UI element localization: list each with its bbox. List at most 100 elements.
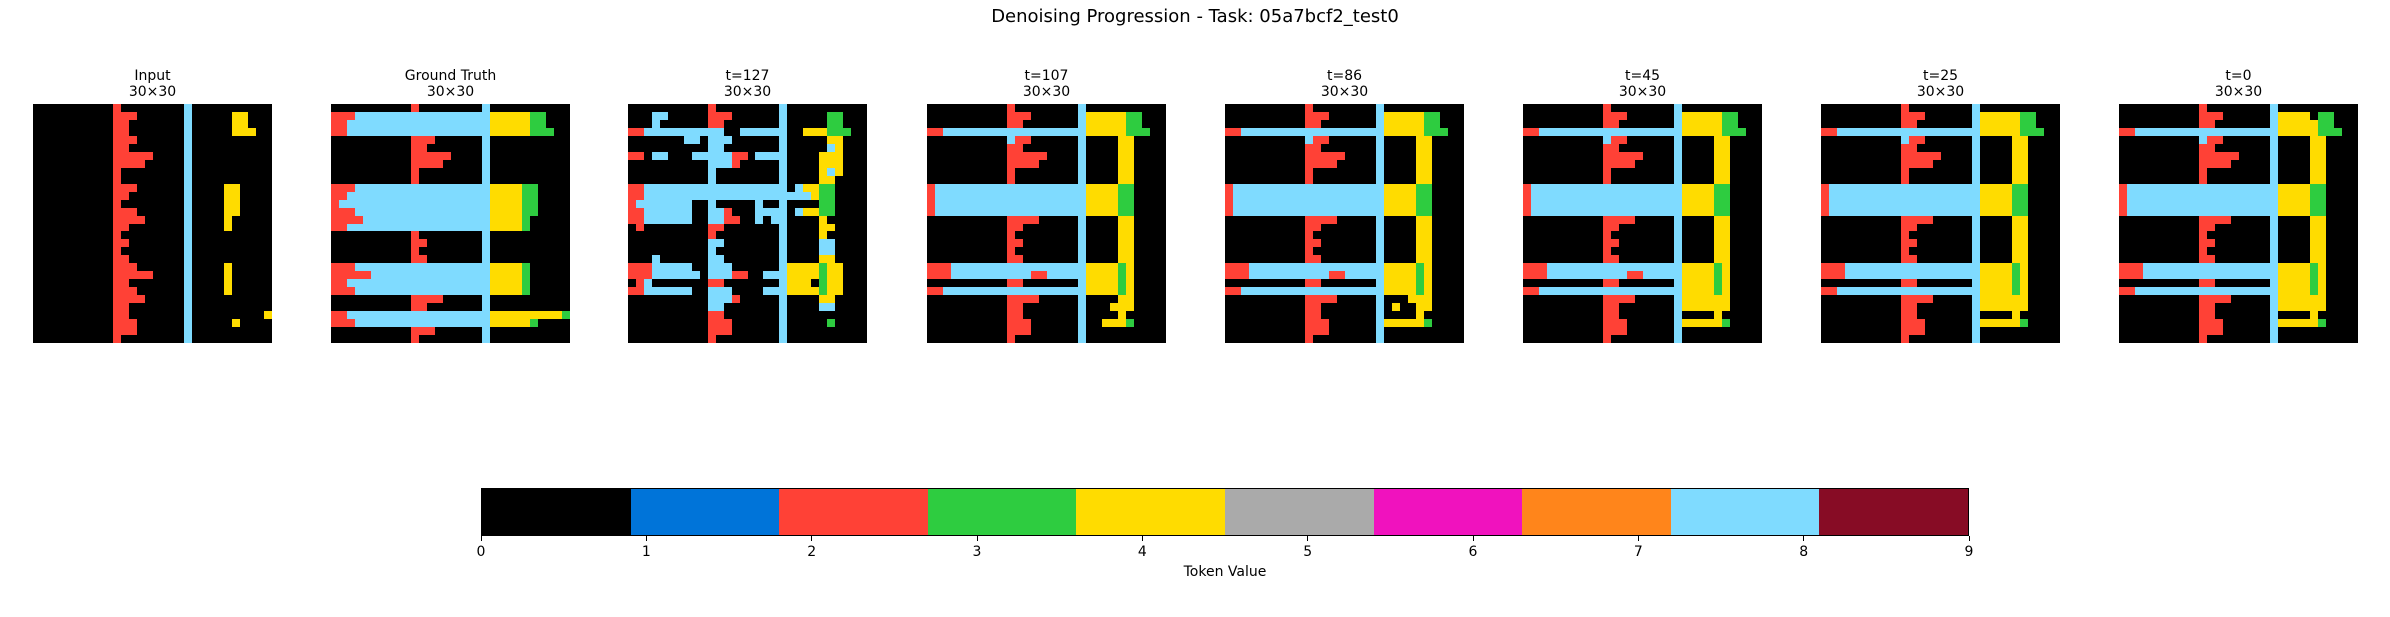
grid-cell [498, 303, 507, 312]
grid-cell [554, 319, 563, 328]
grid-cell [1666, 159, 1675, 168]
grid-cell [683, 295, 692, 304]
grid-cell [1416, 335, 1425, 343]
grid-cell [64, 287, 73, 296]
grid-cell [934, 327, 943, 336]
grid-cell [256, 311, 265, 320]
grid-cell [1642, 104, 1651, 112]
grid-cell [1626, 191, 1635, 200]
grid-cell [1328, 239, 1337, 248]
grid-cell [1416, 207, 1425, 216]
grid-cell [628, 287, 636, 296]
grid-cell [394, 287, 403, 296]
grid-cell [1256, 191, 1265, 200]
grid-cell [1352, 207, 1361, 216]
grid-cell [1360, 135, 1369, 144]
grid-cell [1554, 111, 1563, 120]
grid-cell [1666, 191, 1675, 200]
grid-cell [264, 111, 272, 120]
grid-cell [1690, 151, 1699, 160]
grid-cell [546, 319, 555, 328]
grid-cell [691, 287, 700, 296]
grid-cell [490, 335, 499, 343]
grid-cell [1352, 175, 1361, 184]
grid-cell [1320, 151, 1329, 160]
grid-cell [498, 199, 507, 208]
grid-cell [787, 303, 796, 312]
grid-cell [40, 223, 49, 232]
grid-cell [386, 127, 395, 136]
grid-cell [934, 183, 943, 192]
grid-cell [1110, 247, 1119, 256]
grid-cell [628, 263, 636, 272]
grid-cell [643, 159, 652, 168]
grid-cell [354, 327, 363, 336]
grid-cell [1134, 263, 1143, 272]
grid-cell [1523, 207, 1531, 216]
grid-cell [779, 159, 788, 168]
grid-cell [184, 199, 193, 208]
grid-cell [1408, 104, 1417, 112]
grid-cell [546, 327, 555, 336]
grid-cell [1658, 104, 1667, 112]
grid-cell [667, 207, 676, 216]
grid-cell [1570, 104, 1579, 112]
grid-cell [1256, 199, 1265, 208]
grid-cell [522, 183, 531, 192]
grid-cell [386, 231, 395, 240]
grid-cell [1030, 111, 1039, 120]
grid-cell [675, 199, 684, 208]
grid-cell [1240, 255, 1249, 264]
grid-cell [1432, 223, 1441, 232]
grid-cell [64, 159, 73, 168]
grid-cell [1594, 119, 1603, 128]
grid-cell [264, 183, 272, 192]
grid-cell [982, 167, 991, 176]
grid-cell [1150, 191, 1159, 200]
grid-cell [136, 319, 145, 328]
grid-cell [1562, 191, 1571, 200]
grid-cell [1722, 135, 1731, 144]
grid-cell [675, 327, 684, 336]
grid-cell [346, 303, 355, 312]
grid-cell [843, 303, 852, 312]
grid-cell [1150, 279, 1159, 288]
grid-cell [787, 287, 796, 296]
grid-cell [1014, 143, 1023, 152]
grid-cell [112, 159, 121, 168]
grid-cell [1400, 303, 1409, 312]
grid-cell [803, 135, 812, 144]
grid-cell [232, 255, 241, 264]
grid-cell [950, 191, 959, 200]
grid-cell [1634, 119, 1643, 128]
grid-cell [514, 263, 523, 272]
grid-cell [1094, 127, 1103, 136]
grid-cell [1424, 295, 1433, 304]
grid-cell [1312, 111, 1321, 120]
grid-cell [675, 247, 684, 256]
grid-cell [974, 287, 983, 296]
grid-cell [731, 104, 740, 112]
grid-cell [386, 207, 395, 216]
grid-cell [394, 104, 403, 112]
grid-cell [1158, 119, 1166, 128]
grid-cell [1706, 111, 1715, 120]
grid-cell [72, 295, 81, 304]
grid-cell [152, 223, 161, 232]
grid-cell [723, 167, 732, 176]
grid-cell [386, 167, 395, 176]
grid-cell [1328, 223, 1337, 232]
grid-cell [707, 263, 716, 272]
grid-cell [482, 151, 491, 160]
grid-cell [1030, 175, 1039, 184]
grid-cell [1650, 215, 1659, 224]
grid-cell [707, 255, 716, 264]
grid-cell [248, 175, 257, 184]
grid-cell [667, 119, 676, 128]
grid-cell [982, 239, 991, 248]
grid-cell [1384, 143, 1393, 152]
grid-cell [442, 175, 451, 184]
grid-cell [1682, 191, 1691, 200]
grid-cell [771, 303, 780, 312]
grid-cell [1014, 183, 1023, 192]
